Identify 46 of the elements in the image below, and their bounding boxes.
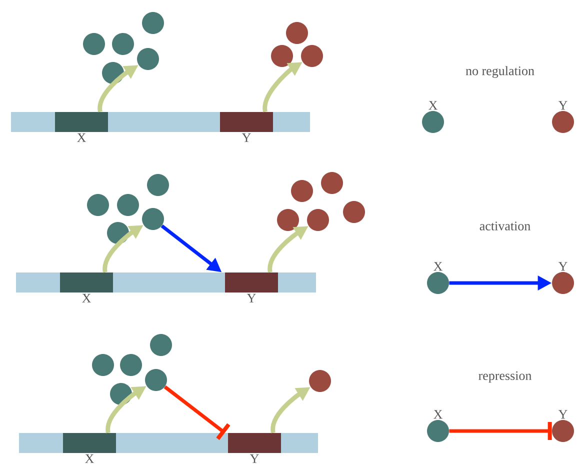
node-label: Y xyxy=(558,410,568,419)
node-label: X xyxy=(434,262,442,271)
protein-circle xyxy=(309,370,331,392)
protein-circle xyxy=(142,208,164,230)
gene-box: Y xyxy=(228,433,281,463)
panel-title: repression xyxy=(478,371,532,383)
regulation-arrow xyxy=(449,422,552,440)
protein-circle xyxy=(102,62,124,84)
node-label: X xyxy=(428,101,438,110)
protein-circle xyxy=(87,194,109,216)
gene-box: X xyxy=(55,112,108,142)
protein-circle xyxy=(147,174,169,196)
protein-circle xyxy=(117,194,139,216)
gene-box: X xyxy=(60,272,113,302)
protein-circle xyxy=(112,33,134,55)
protein-circle xyxy=(110,383,132,405)
gene-box: Y xyxy=(220,112,273,142)
protein-circle xyxy=(137,48,159,70)
protein-circle xyxy=(286,22,308,44)
protein-circle xyxy=(150,334,172,356)
protein-circle xyxy=(107,222,129,244)
node-label: Y xyxy=(558,101,568,110)
node-label: X xyxy=(77,133,86,142)
node-label: Y xyxy=(242,133,251,142)
protein-circle xyxy=(271,45,293,67)
protein-circle xyxy=(145,369,167,391)
protein-circle xyxy=(142,12,164,34)
protein-circle xyxy=(307,209,329,231)
node-label: X xyxy=(82,294,91,302)
protein-circle xyxy=(92,354,114,376)
panel-title: no regulation xyxy=(466,66,534,78)
protein-circle xyxy=(83,33,105,55)
protein-circle xyxy=(120,354,142,376)
protein-circle xyxy=(291,180,313,202)
node-label: Y xyxy=(558,262,568,271)
gene-box: Y xyxy=(225,272,278,302)
protein-circle xyxy=(343,201,365,223)
gene-box: X xyxy=(63,433,116,463)
node-label: Y xyxy=(246,294,256,302)
protein-circle xyxy=(277,209,299,231)
protein-circle xyxy=(301,45,323,67)
node-label: X xyxy=(434,410,442,419)
panel-title: activation xyxy=(480,222,530,230)
protein-circle xyxy=(321,172,343,194)
node-label: Y xyxy=(250,454,259,463)
node-label: X xyxy=(85,454,94,463)
